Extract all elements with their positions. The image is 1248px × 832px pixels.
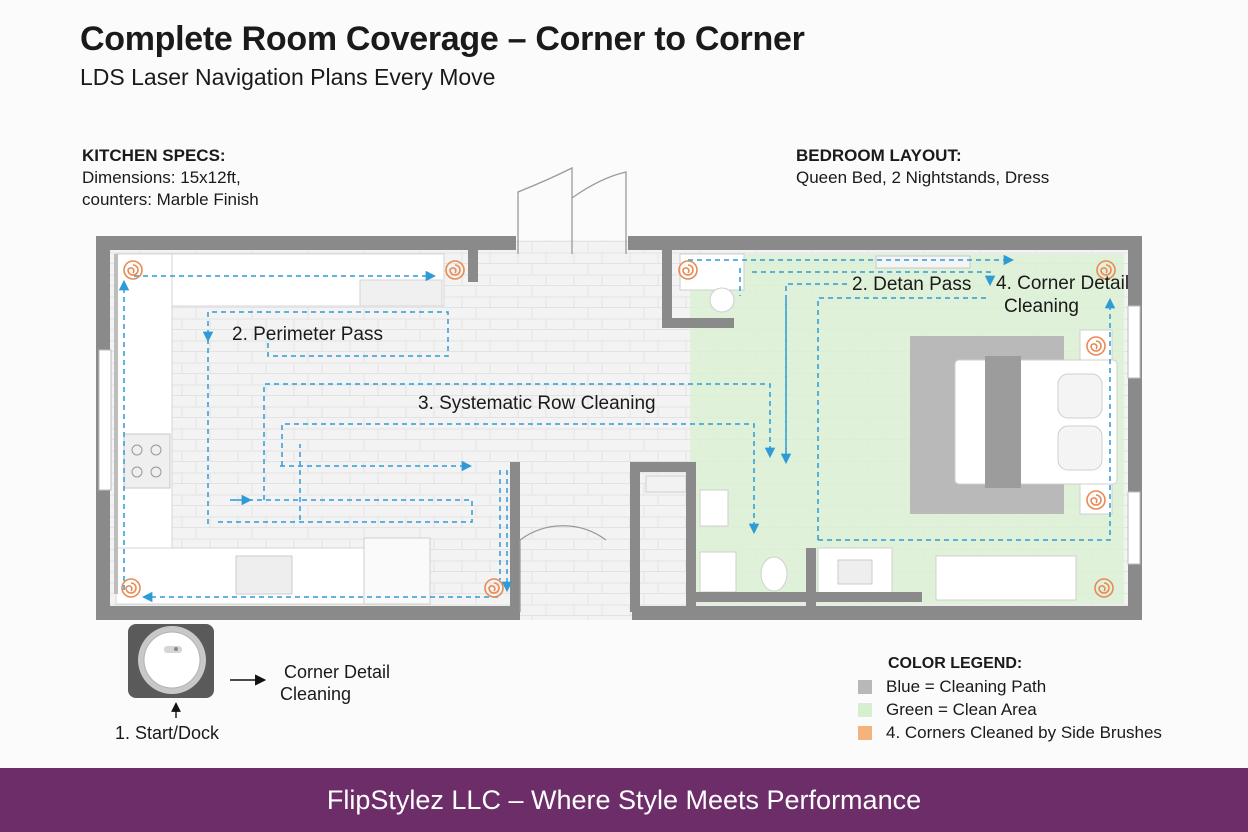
label-corner-detail-line2: Cleaning <box>1004 296 1079 317</box>
kitchen-specs-line2: counters: Marble Finish <box>82 190 259 209</box>
legend-heading: COLOR LEGEND: <box>888 655 1023 672</box>
label-perimeter-pass: 2. Perimeter Pass <box>232 324 383 345</box>
kitchen-specs-line1: Dimensions: 15x12ft, <box>82 168 241 187</box>
legend-label: Blue = Cleaning Path <box>886 677 1047 696</box>
bedroom-furniture <box>817 255 1118 601</box>
legend-item: 4. Corners Cleaned by Side Brushes <box>858 723 1162 743</box>
stove <box>123 433 171 489</box>
page-title: Complete Room Coverage – Corner to Corne… <box>80 20 805 58</box>
kitchen-specs: KITCHEN SPECS: Dimensions: 15x12ft, coun… <box>82 146 259 210</box>
dock-label-line2: Cleaning <box>280 684 351 704</box>
robot-vacuum-icon <box>143 631 201 689</box>
label-corner-detail-line1: 4. Corner Detail <box>996 273 1129 294</box>
bedroom-layout: BEDROOM LAYOUT: Queen Bed, 2 Nightstands… <box>796 146 1049 188</box>
legend-swatch-gray <box>858 680 872 694</box>
footer-banner: FlipStylez LLC – Where Style Meets Perfo… <box>0 768 1248 832</box>
dock-label-line1: Corner Detail <box>284 662 390 682</box>
legend-item: Green = Clean Area <box>858 700 1162 720</box>
floor-plan: 2. Perimeter Pass 3. Systematic Row Clea… <box>96 166 1142 743</box>
start-dock-label: 1. Start/Dock <box>115 723 220 743</box>
entry-door <box>517 166 627 612</box>
kitchen-specs-heading: KITCHEN SPECS: <box>82 146 226 165</box>
dresser <box>935 555 1077 601</box>
bedroom-layout-heading: BEDROOM LAYOUT: <box>796 146 962 165</box>
legend-label: 4. Corners Cleaned by Side Brushes <box>886 723 1162 742</box>
legend-swatch-green <box>858 703 872 717</box>
legend-item: Blue = Cleaning Path <box>858 677 1162 697</box>
color-legend: COLOR LEGEND: Blue = Cleaning Path Green… <box>858 655 1162 743</box>
windows <box>98 305 1141 565</box>
cleaning-paths <box>118 254 1116 603</box>
kitchen-counters <box>115 253 445 605</box>
bedroom-layout-line1: Queen Bed, 2 Nightstands, Dress <box>796 168 1050 187</box>
footer-text: FlipStylez LLC – Where Style Meets Perfo… <box>326 784 922 815</box>
legend-swatch-orange <box>858 726 872 740</box>
page-subtitle: LDS Laser Navigation Plans Every Move <box>80 64 496 90</box>
label-detail-pass: 2. Detan Pass <box>852 274 971 295</box>
robot-dock <box>128 624 214 698</box>
label-systematic-rows: 3. Systematic Row Cleaning <box>418 393 656 414</box>
legend-label: Green = Clean Area <box>886 700 1037 719</box>
